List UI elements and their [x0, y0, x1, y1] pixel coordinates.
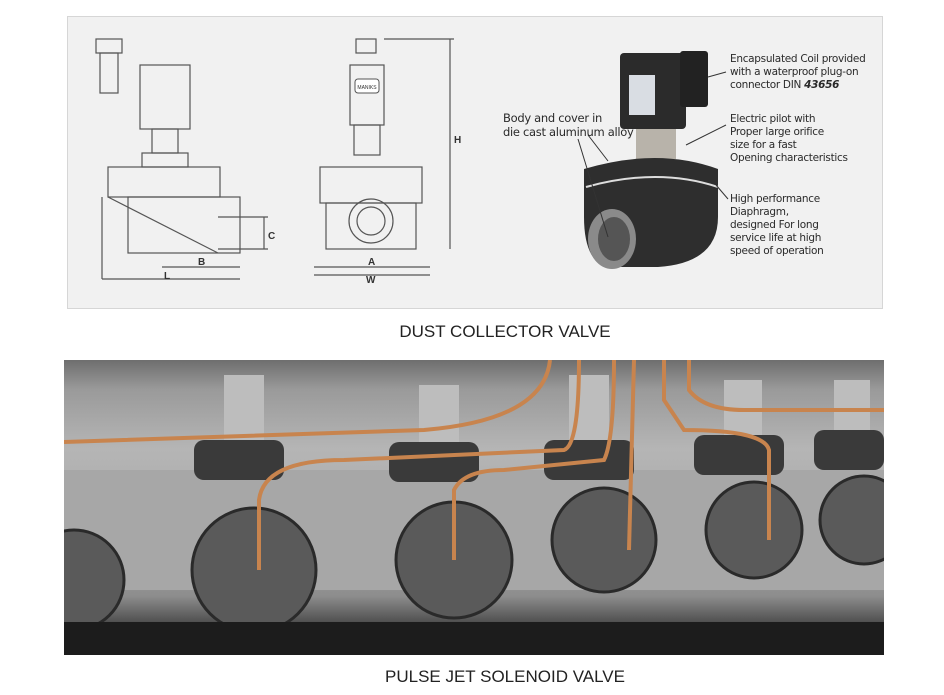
technical-drawing: MANIKS H C B L A W: [95, 38, 729, 286]
pulse-jet-valves-photo: [64, 360, 884, 655]
caption-dust-collector-valve: DUST COLLECTOR VALVE: [399, 322, 611, 341]
brand-label: MANIKS: [357, 85, 377, 91]
dust-collector-valve-figure: MANIKS H C B L A W Encapsula: [67, 16, 883, 309]
callout-coil: Encapsulated Coil provided with a waterp…: [730, 53, 866, 91]
dim-h: H: [454, 135, 461, 146]
dim-b: B: [198, 257, 205, 268]
caption-pulse-jet-solenoid-valve: PULSE JET SOLENOID VALVE: [385, 667, 625, 686]
dim-a: A: [368, 257, 375, 268]
dim-l: L: [164, 271, 170, 282]
dim-c: C: [268, 231, 275, 242]
callout-body: Body and cover in die cast aluminum allo…: [503, 111, 634, 139]
callout-diaphragm: High performance Diaphragm, designed For…: [730, 193, 824, 257]
valve-photo: [584, 51, 719, 269]
valves-illustration: [64, 360, 884, 655]
dim-w: W: [366, 275, 376, 286]
callout-pilot: Electric pilot with Proper large orifice…: [730, 113, 848, 164]
